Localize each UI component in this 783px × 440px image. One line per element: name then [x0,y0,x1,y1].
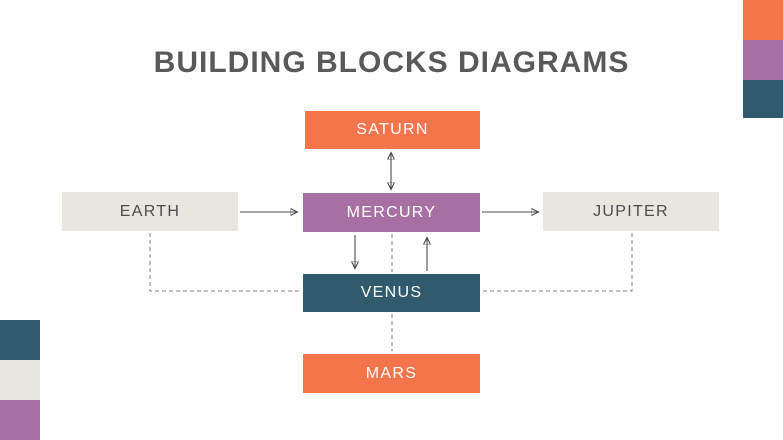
node-mercury: MERCURY [303,193,480,232]
node-mercury-label: MERCURY [346,203,437,221]
corner-block-top-right-teal [743,80,783,118]
node-earth: EARTH [62,192,238,231]
node-jupiter-label: JUPITER [593,202,669,220]
corner-block-bottom-left-beige [0,360,40,400]
corner-block-top-right-orange [743,0,783,40]
node-jupiter: JUPITER [543,192,719,231]
node-venus-label: VENUS [360,284,423,301]
node-earth-label: EARTH [119,202,181,220]
node-saturn-label: SATURN [356,121,429,138]
corner-block-bottom-left-teal [0,320,40,360]
node-mars-label: MARS [365,364,418,382]
corner-block-top-right-purple [743,40,783,80]
page-title: BUILDING BLOCKS DIAGRAMS [153,46,630,79]
node-saturn: SATURN [305,111,480,149]
node-venus: VENUS [303,274,480,312]
node-mars: MARS [303,354,480,393]
corner-block-bottom-left-purple [0,400,40,440]
